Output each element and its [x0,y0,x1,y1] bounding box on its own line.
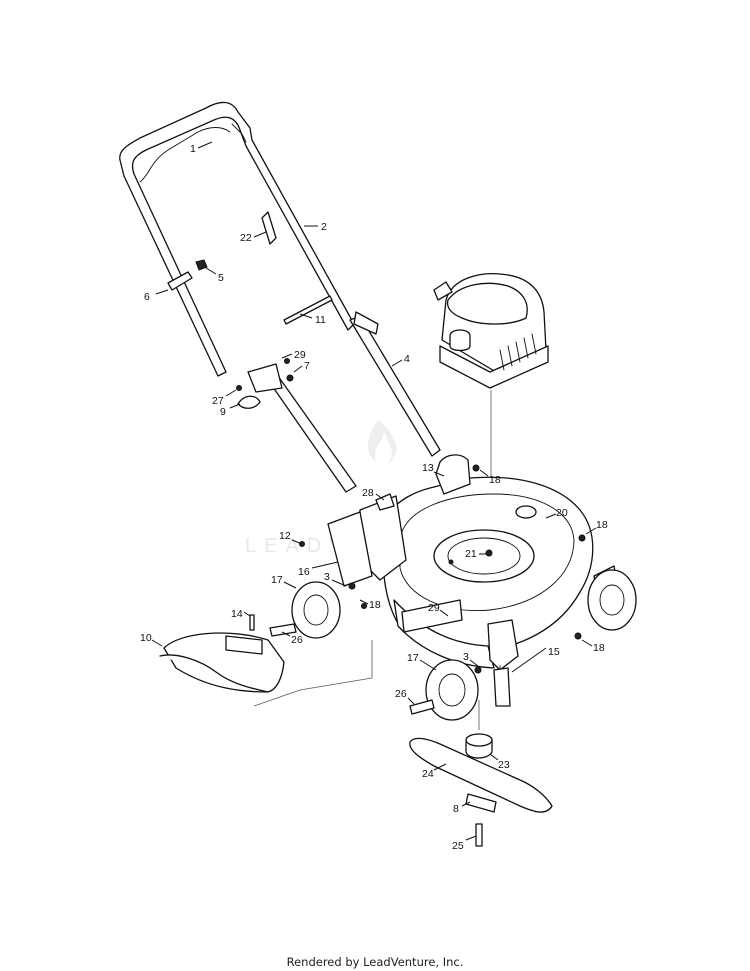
callout-3a: 3 [324,571,330,583]
callout-18b: 18 [596,519,608,531]
engine [433,272,549,540]
mower-deck [327,454,621,671]
callout-28: 28 [362,487,374,499]
callout-2: 2 [321,221,327,233]
callout-5: 5 [218,272,224,284]
hardware [249,464,586,715]
callout-9: 9 [220,406,226,418]
callout-13: 13 [422,462,434,474]
callout-18a: 18 [489,474,501,486]
callout-1: 1 [190,143,196,155]
callout-4: 4 [404,353,410,365]
callout-25: 25 [452,840,464,852]
callout-26b: 26 [395,688,407,700]
lower-handle [247,311,441,493]
callout-12: 12 [279,530,291,542]
callout-8: 8 [453,803,459,815]
callout-21: 21 [465,548,477,560]
callout-27: 27 [212,395,224,407]
blade-assembly [409,665,553,847]
wheels [291,569,637,721]
callout-15: 15 [548,646,560,658]
footer-credit: Rendered by LeadVenture, Inc. [286,955,464,969]
callout-24: 24 [422,768,434,780]
callout-26a: 26 [291,634,303,646]
callout-22: 22 [240,232,252,244]
callout-18d: 18 [593,642,605,654]
mulch-plug [159,632,373,707]
callout-14: 14 [231,608,243,620]
callout-16: 16 [298,566,310,578]
callout-labels: 1 2 22 5 6 11 29 7 27 9 4 13 18 28 20 18 [140,141,608,852]
callout-20: 20 [556,507,568,519]
callout-7: 7 [304,360,310,372]
upper-handle [119,101,355,377]
callout-23: 23 [498,759,510,771]
callout-17a: 17 [271,574,283,586]
callout-18c: 18 [369,599,381,611]
callout-17b: 17 [407,652,419,664]
callout-29: 29 [294,349,306,361]
callout-3b: 3 [463,651,469,663]
small-parts [167,211,333,409]
callout-6: 6 [144,291,150,303]
callout-29b: 29 [428,602,440,614]
callout-10: 10 [140,632,152,644]
callout-11: 11 [315,314,326,326]
watermark-flame-icon [367,420,397,464]
